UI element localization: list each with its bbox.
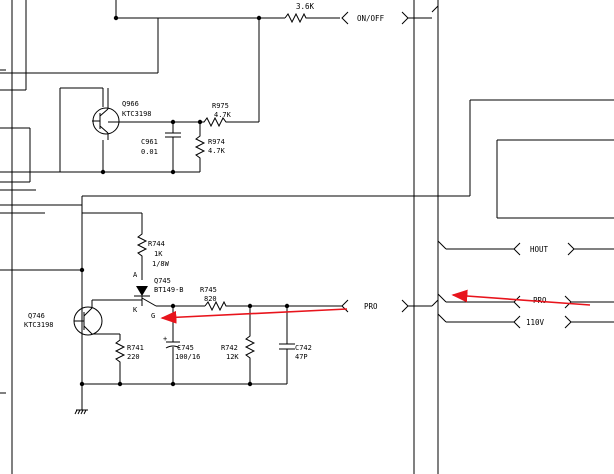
r975-resistor: R975 4.7K [197, 102, 259, 128]
annotation-arrow-gate [160, 308, 348, 324]
r745-ref: R745 [200, 286, 217, 294]
c961-ref: C961 [141, 138, 158, 146]
c745-ref: C745 [177, 344, 194, 352]
q745-part: BT149-B [154, 286, 184, 294]
r741-value: 220 [127, 353, 140, 361]
annotation-arrows [160, 289, 591, 324]
cathode-pin: K [133, 306, 138, 314]
partial-top-label: 3.6K [296, 2, 315, 11]
connector-hout: HOUT [437, 240, 614, 256]
connector-on-off-label: ON/OFF [357, 14, 385, 23]
q746-ref: Q746 [28, 312, 45, 320]
r745-resistor: R745 820 [156, 286, 342, 312]
r741-resistor: R741 220 [114, 334, 144, 384]
r742-value: 12K [226, 353, 239, 361]
r744-ref: R744 [148, 240, 165, 248]
c961-value: 0.01 [141, 148, 158, 156]
c742-value: 47P [295, 353, 308, 361]
r974-ref: R974 [208, 138, 225, 146]
r975-ref: R975 [212, 102, 229, 110]
connector-110v-label: 110V [526, 318, 545, 327]
connector-pro-left: PRO [341, 299, 439, 313]
q966-part: KTC3198 [122, 110, 152, 118]
q745-scr: A K G Q745 BT149-B [133, 271, 184, 320]
connector-pro-left-label: PRO [364, 302, 378, 311]
r744-value: 1K [154, 250, 163, 258]
top-wiring [0, 0, 285, 122]
r742-resistor: R742 12K [221, 306, 256, 384]
c745-value: 100/16 [175, 353, 200, 361]
top-resistor: 3.6K [284, 2, 340, 24]
connector-hout-label: HOUT [530, 245, 549, 254]
r974-resistor: R974 4.7K [194, 122, 226, 172]
c745-plus: + [163, 335, 167, 343]
q966-transistor: Q966 KTC3198 [59, 87, 200, 172]
q746-part: KTC3198 [24, 321, 54, 329]
left-bus-wires [0, 0, 82, 474]
r975-value: 4.7K [214, 111, 232, 119]
r741-ref: R741 [127, 344, 144, 352]
q966-ground-rail [0, 169, 200, 175]
r744-resistor: R744 1K 1/8W [81, 196, 170, 384]
gate-pin: G [151, 312, 155, 320]
connector-pro-right-label: PRO [533, 296, 547, 305]
q745-ref: Q745 [154, 277, 171, 285]
q746-transistor: Q746 KTC3198 [24, 299, 143, 336]
annotation-arrow-pro [451, 289, 591, 306]
q966-ref: Q966 [122, 100, 139, 108]
c742-ref: C742 [295, 344, 312, 352]
ground-rail [74, 267, 287, 415]
r742-ref: R742 [221, 344, 238, 352]
connector-110v: 110V [437, 313, 614, 329]
connector-on-off: ON/OFF [341, 11, 432, 25]
right-bus [82, 0, 614, 474]
anode-pin: A [133, 271, 138, 279]
r974-value: 4.7K [208, 147, 226, 155]
c742-capacitor: C742 47P [279, 306, 312, 384]
r745-value: 820 [204, 295, 217, 303]
r744-rating: 1/8W [152, 260, 170, 268]
c961-capacitor: C961 0.01 [141, 119, 181, 172]
